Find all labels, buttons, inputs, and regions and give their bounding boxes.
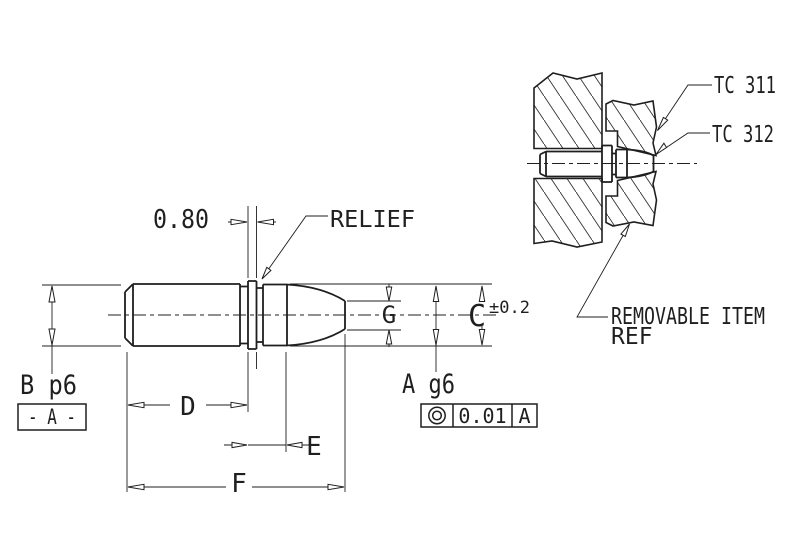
tc-312-callout: TC 312	[712, 122, 774, 148]
dimension-arrowheads	[48, 218, 486, 491]
tc-311-callout: TC 311	[714, 73, 776, 99]
section-view: TC 311 TC 312 REMOVABLE ITEM REF	[527, 71, 776, 350]
removable-item-note-line1: REMOVABLE ITEM	[611, 304, 765, 330]
pin-in-section	[539, 144, 655, 183]
relief-leader	[262, 215, 328, 278]
pin-outline	[124, 280, 346, 350]
collar-width-dim-label: 0.80	[153, 205, 209, 235]
fcf-tolerance-value: 0.01	[458, 404, 506, 428]
dim-e-label: E	[306, 432, 322, 462]
fcf-datum-ref: A	[518, 404, 530, 428]
main-view: 0.80 RELIEF B p6 - A - D E F G C ±0.2 A …	[17, 205, 538, 499]
relief-label: RELIEF	[330, 207, 415, 233]
datum-flag-label: - A -	[28, 405, 76, 429]
body-diameter-label: B p6	[20, 370, 77, 401]
feature-control-frame: 0.01 A	[420, 403, 538, 428]
removable-item-bushing	[605, 99, 658, 227]
concentricity-icon	[428, 406, 446, 425]
dim-d-label: D	[180, 392, 196, 422]
dim-c-tolerance: ±0.2	[489, 298, 530, 318]
dim-f-label: F	[231, 469, 247, 499]
dim-g-label: G	[382, 301, 396, 329]
removable-item-note-line2: REF	[611, 324, 653, 350]
datum-feature-flag: - A -	[17, 403, 87, 431]
dimension-lines	[42, 206, 492, 492]
fixed-block	[533, 71, 603, 248]
leader-arrowheads	[620, 116, 669, 238]
dim-c-label: C	[468, 299, 486, 334]
pilot-diameter-label: A g6	[402, 369, 455, 400]
